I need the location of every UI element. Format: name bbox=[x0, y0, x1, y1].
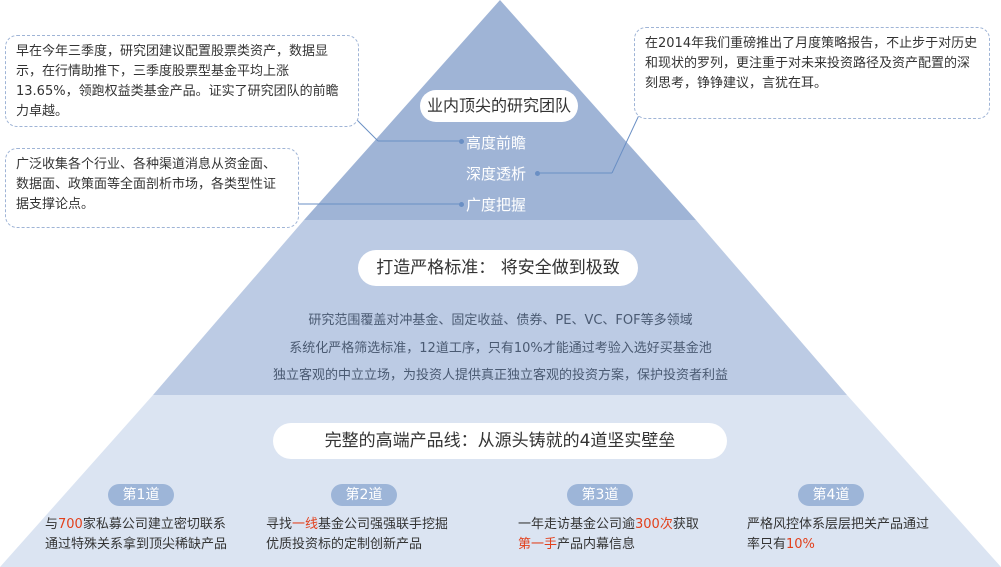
callout-analysis: 在2014年我们重磅推出了月度策略报告，不止步于对历史和现状的罗列，更注重于对未… bbox=[634, 27, 990, 119]
connector-dot-2 bbox=[535, 171, 540, 176]
tier2-line-3: 独立客观的中立立场，为投资人提供真正独立客观的投资方案，保护投资者利益 bbox=[272, 368, 728, 383]
road-desc-1: 与700家私募公司建立密切联系 通过特殊关系拿到顶尖稀缺产品 bbox=[45, 517, 228, 552]
tier1-item-foresight: 高度前瞻 bbox=[466, 134, 527, 152]
callout-breadth: 广泛收集各个行业、各种渠道消息从资金面、数据面、政策面等全面剖析市场，各类型性证… bbox=[5, 148, 299, 228]
road-badge-1: 第1道 bbox=[108, 484, 174, 506]
tier2-line-1: 研究范围覆盖对冲基金、固定收益、债券、PE、VC、FOF等多领域 bbox=[308, 313, 693, 328]
road-badge-2: 第2道 bbox=[331, 484, 397, 506]
tier2-title: 打造严格标准： 将安全做到极致 bbox=[358, 250, 638, 286]
connector-dot-1 bbox=[459, 139, 464, 144]
tier1-title: 业内顶尖的研究团队 bbox=[420, 90, 578, 122]
tier1-item-breadth: 广度把握 bbox=[466, 196, 527, 214]
road-desc-4: 严格风控体系层层把关产品通过 率只有10% bbox=[747, 517, 930, 552]
connector-line-3b bbox=[611, 112, 641, 174]
road-desc-3: 一年走访基金公司逾300次获取 第一手产品内幕信息 bbox=[518, 517, 699, 552]
connector-line-1 bbox=[354, 117, 379, 142]
connector-dot-3 bbox=[459, 202, 464, 207]
road-badge-3: 第3道 bbox=[567, 484, 633, 506]
road-desc-2: 寻找一线基金公司强强联手挖掘 优质投资标的定制创新产品 bbox=[266, 517, 449, 552]
callout-foresight: 早在今年三季度，研究团建议配置股票类资产，数据显示，在行情助推下，三季度股票型基… bbox=[5, 35, 359, 127]
road-badge-4: 第4道 bbox=[798, 484, 864, 506]
tier1-item-analysis: 深度透析 bbox=[466, 165, 527, 183]
pyramid-tier-middle bbox=[153, 220, 847, 395]
pyramid-tier-bottom bbox=[0, 395, 1001, 567]
tier2-line-2: 系统化严格筛选标准，12道工序，只有10%才能通过考验入选好买基金池 bbox=[289, 341, 712, 356]
tier3-title: 完整的高端产品线：从源头铸就的4道坚实壁垒 bbox=[273, 423, 727, 459]
